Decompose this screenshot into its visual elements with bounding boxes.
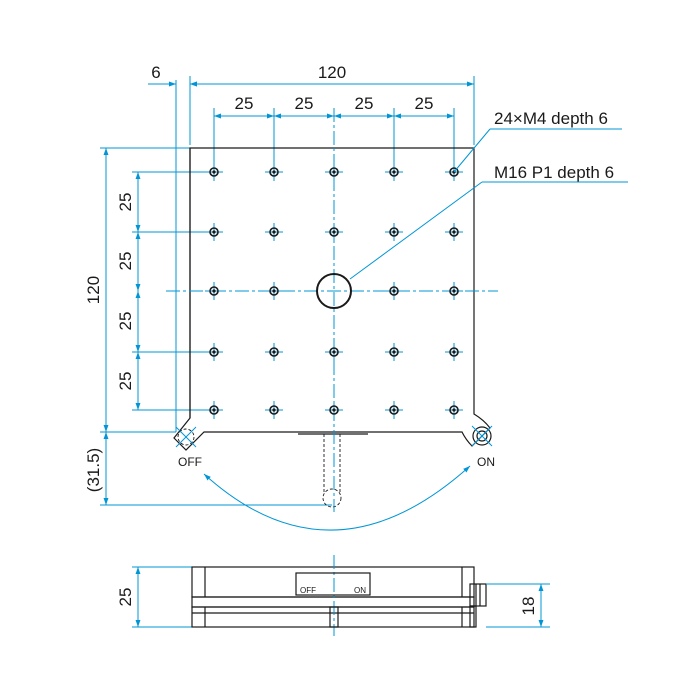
height-120-label: 120 [84,276,103,304]
callout-m16: M16 P1 depth 6 [349,163,628,280]
m4-hole [265,343,283,361]
window-on-label: ON [354,586,366,595]
callout-m4-text: 24×M4 depth 6 [494,109,608,128]
m4-hole [205,343,223,361]
pitch-y-label-4: 25 [116,372,135,391]
handle-knob-hidden [322,488,342,508]
m4-hole [445,343,463,361]
m4-hole [265,401,283,419]
side-view: 25 OFF ON 18 [116,555,550,636]
m4-hole [325,223,343,241]
m4-hole [385,401,403,419]
width-120-label: 120 [318,63,346,82]
height-dimension: 120 [84,148,109,432]
m4-hole [445,282,463,300]
handle-shaft [298,433,368,508]
lock-knob [469,583,487,628]
stage-plate-outline [173,147,491,451]
m4-hole [325,343,343,361]
m4-hole [385,343,403,361]
pitch-y-label-1: 25 [116,193,135,212]
offset-6-label: 6 [151,63,160,82]
m4-hole [325,401,343,419]
knob-height-label: 18 [519,597,538,616]
pitch-x-dimensions: 25 25 25 25 [214,94,454,119]
window-off-label: OFF [300,586,316,595]
m4-hole-grid [205,163,463,419]
handle-extension-label: (31.5) [84,448,103,492]
m16-center-hole [316,273,352,309]
callout-m4: 24×M4 depth 6 [453,109,622,173]
side-base [191,606,475,628]
m4-hole [205,282,223,300]
pitch-x-label-1: 25 [235,94,254,113]
offset-dimension: 6 [148,63,203,87]
handle-extension-dimension: (31.5) [84,432,109,505]
pitch-x-label-2: 25 [295,94,314,113]
width-dimension: 120 [190,63,474,87]
lock-on-marker: ON [471,425,495,469]
lock-off-marker: OFF [175,426,202,469]
pitch-x-label-4: 25 [415,94,434,113]
m4-hole [205,401,223,419]
pitch-x-label-3: 25 [355,94,374,113]
lock-on-label: ON [477,455,495,469]
m4-hole [385,223,403,241]
top-view: 120 6 25 25 25 25 [84,63,628,531]
lock-off-label: OFF [178,455,202,469]
m4-hole [205,223,223,241]
pitch-y-dimensions: 25 25 25 25 [116,172,141,410]
m4-hole [445,223,463,241]
m4-hole [265,282,283,300]
m4-hole [265,163,283,181]
m4-hole [385,163,403,181]
m4-hole [385,282,403,300]
left-extension-lines [100,147,332,506]
side-body-upper [191,566,475,598]
rotation-arc [203,465,471,531]
m4-hole [445,401,463,419]
m4-hole [265,223,283,241]
off-on-window [295,572,371,596]
pitch-y-label-2: 25 [116,252,135,271]
side-body-lower [191,596,475,608]
m4-hole [205,163,223,181]
side-height-label: 25 [116,588,135,607]
callout-m16-text: M16 P1 depth 6 [494,163,614,182]
m4-hole [325,163,343,181]
top-extension-lines [175,76,475,432]
pitch-y-label-3: 25 [116,312,135,331]
